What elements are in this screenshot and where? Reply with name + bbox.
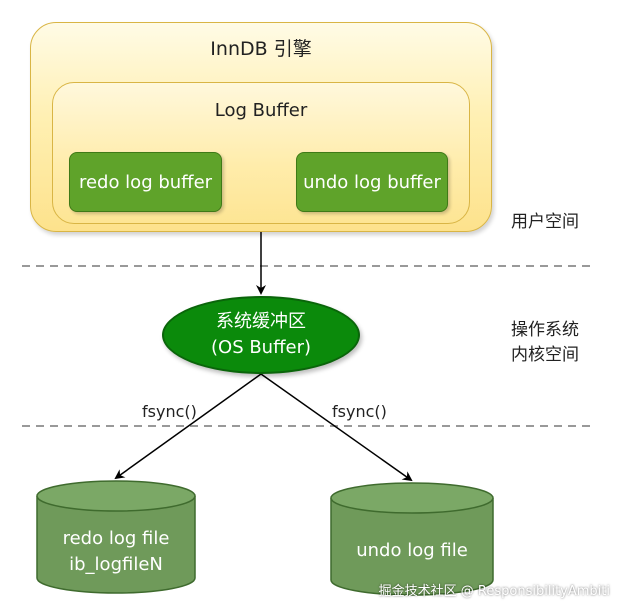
undo-log-buffer-box: undo log buffer [296,152,448,212]
fsync-right-label: fsync() [332,402,387,421]
arrow-os-buffer-to-undo-file [260,373,413,482]
innodb-engine-title: InnDB 引擎 [210,38,312,60]
os-buffer-line1: 系统缓冲区 [216,311,306,332]
redo-log-buffer-box: redo log buffer [69,152,222,212]
kernel-space-line2: 内核空间 [511,345,579,365]
redo-log-file-line2: ib_logfileN [69,554,163,575]
fsync-left-label: fsync() [142,402,197,421]
os-buffer-line2: (OS Buffer) [211,337,311,358]
redo-log-file-line1: redo log file [62,528,170,549]
os-buffer-node: 系统缓冲区 (OS Buffer) [162,296,360,374]
kernel-space-line1: 操作系统 [511,320,579,340]
watermark: 掘金技术社区 @ ResponsibilityAmbiti [378,584,610,599]
undo-log-file-label: undo log file [356,540,468,561]
user-space-label: 用户空间 [511,212,579,232]
log-buffer-title: Log Buffer [214,100,308,121]
redo-log-buffer-label: redo log buffer [78,171,213,193]
undo-log-buffer-label: undo log buffer [303,171,441,193]
kernel-space-label: 操作系统 内核空间 [511,318,579,368]
redo-log-file-label: redo log file ib_logfileN [37,526,195,578]
redo-log-file-cylinder [36,480,196,594]
undo-log-file-cylinder [330,482,494,596]
arrow-os-buffer-to-redo-file [114,373,262,480]
